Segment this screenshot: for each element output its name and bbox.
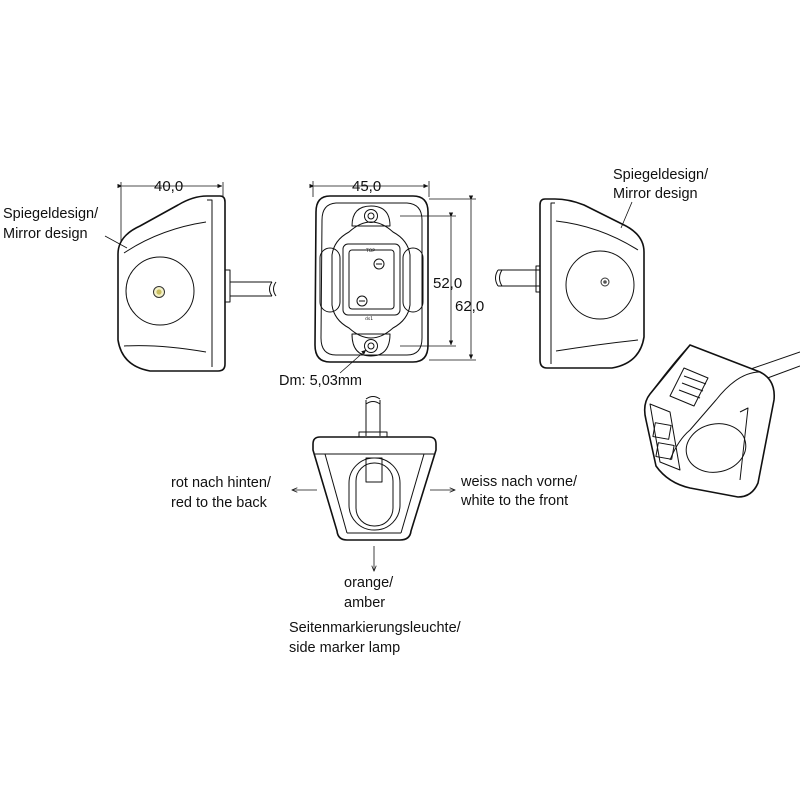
perspective-view — [643, 344, 800, 498]
left-side-view — [117, 182, 277, 372]
label-mirror-right-de: Spiegeldesign/ — [613, 167, 709, 183]
dim-inner-height: 52,0 — [433, 275, 462, 292]
label-back-de: rot nach hinten/ — [171, 475, 272, 491]
bottom-view — [292, 396, 455, 572]
label-mirror-right-en: Mirror design — [613, 186, 698, 202]
right-side-view — [495, 198, 645, 369]
dim-top-width: 45,0 — [352, 178, 381, 195]
dim-side-width: 40,0 — [154, 178, 183, 195]
label-side-de: orange/ — [344, 575, 394, 591]
label-front-de: weiss nach vorne/ — [460, 474, 578, 490]
label-front-en: white to the front — [460, 493, 568, 509]
label-mirror-left-de: Spiegeldesign/ — [3, 206, 99, 222]
label-marker-de: Seitenmarkierungsleuchte/ — [289, 620, 462, 636]
dim-hole-diameter: Dm: 5,03mm — [279, 373, 362, 389]
label-back-en: red to the back — [171, 495, 268, 511]
housing-mark-bottom: ds1 — [365, 316, 373, 322]
label-side-en: amber — [344, 595, 385, 611]
top-view: TOP ds1 — [309, 181, 476, 374]
label-mirror-left-en: Mirror design — [3, 226, 88, 242]
housing-mark-top: TOP — [365, 248, 375, 254]
label-marker-en: side marker lamp — [289, 640, 400, 656]
dim-outer-height: 62,0 — [455, 298, 484, 315]
